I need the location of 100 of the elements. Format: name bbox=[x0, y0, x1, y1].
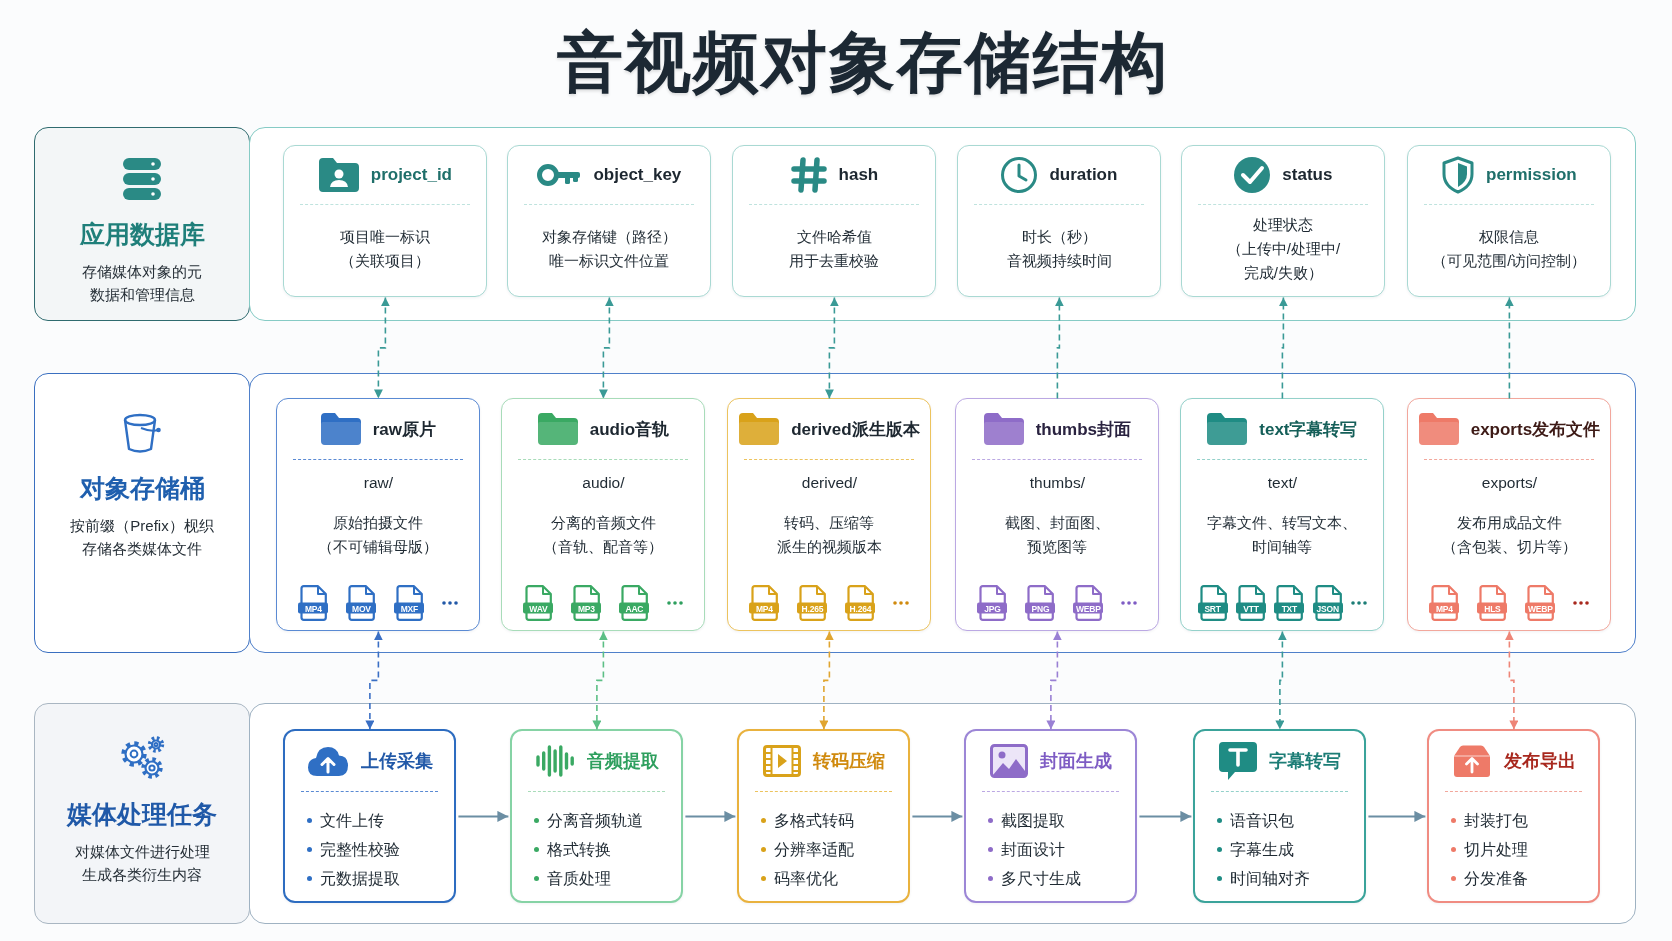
task-title: 字幕转写 bbox=[1268, 750, 1341, 774]
dashed-double-arrow bbox=[824, 296, 839, 400]
task-step: 完整性校验 bbox=[320, 838, 401, 861]
dashed-double-arrow bbox=[365, 630, 383, 731]
folder-description: 截图、封面图、预览图等 bbox=[1003, 513, 1111, 558]
folder-title: thumbs封面 bbox=[1035, 418, 1132, 441]
task-step: 格式转换 bbox=[547, 838, 612, 861]
field-description: 音视频持续时间 bbox=[1006, 250, 1112, 271]
folder-path: raw/ bbox=[363, 473, 394, 494]
dashed-double-arrow bbox=[598, 296, 614, 400]
task-step: 分辨率适配 bbox=[774, 838, 855, 861]
task-card bbox=[283, 729, 457, 904]
folder-card bbox=[501, 398, 706, 632]
task-card bbox=[737, 729, 911, 904]
folder-description: （音轨、配音等） bbox=[543, 537, 664, 558]
section-label-panel bbox=[34, 703, 250, 924]
task-step: 分离音频轨道 bbox=[547, 809, 644, 832]
field-name: duration bbox=[1049, 165, 1118, 186]
field-description: （上传中/处理中/完成/失败） bbox=[1225, 238, 1342, 283]
task-step: 分发准备 bbox=[1464, 867, 1529, 890]
folder-description: 转码、压缩等 bbox=[784, 513, 875, 534]
section-description: 存储媒体对象的元数据和管理信息 bbox=[81, 262, 203, 305]
task-title: 发布导出 bbox=[1503, 750, 1576, 774]
task-step: 时间轴对齐 bbox=[1230, 867, 1311, 890]
folder-description: 原始拍摄文件 bbox=[333, 513, 424, 534]
folder-title: text字幕转写 bbox=[1259, 418, 1358, 441]
field-description: 处理状态 bbox=[1253, 214, 1314, 235]
folder-card bbox=[955, 398, 1160, 632]
field-description: 用于去重校验 bbox=[789, 250, 880, 271]
file-type-label: MOV bbox=[352, 603, 371, 614]
arrow bbox=[684, 810, 737, 822]
arrow bbox=[1367, 810, 1427, 822]
dashed-arrow bbox=[1278, 296, 1288, 400]
folder-description: （不可铺辑母版） bbox=[318, 537, 439, 558]
field-description: 权限信息 bbox=[1479, 226, 1540, 247]
section-description: 生成各类衍生内容 bbox=[82, 865, 202, 885]
folder-description: 派生的视频版本 bbox=[776, 537, 882, 558]
file-type-label: WEBP bbox=[1076, 603, 1101, 614]
dashed-arrow bbox=[1504, 296, 1514, 400]
task-card bbox=[1193, 729, 1367, 904]
task-step: 多格式转码 bbox=[774, 809, 855, 832]
dashed-double-arrow bbox=[1046, 630, 1062, 731]
folder-description: 字幕文件、转写文本、时间轴等 bbox=[1206, 513, 1359, 558]
arrow bbox=[457, 810, 510, 822]
task-card bbox=[1427, 729, 1601, 904]
task-step: 截图提取 bbox=[1001, 809, 1066, 832]
folder-path: derived/ bbox=[801, 473, 857, 494]
field-card bbox=[1181, 145, 1386, 298]
file-type-label: JPG bbox=[984, 603, 1001, 614]
section-panel bbox=[249, 127, 1636, 321]
section-description: 存储各类媒体文件 bbox=[82, 539, 202, 559]
field-name: status bbox=[1282, 165, 1333, 186]
task-step: 元数据提取 bbox=[320, 867, 401, 890]
field-card bbox=[957, 145, 1162, 298]
field-description: 对象存储键（路径） bbox=[541, 226, 677, 247]
file-type-label: MXF bbox=[400, 603, 419, 614]
folder-title: raw原片 bbox=[372, 418, 437, 441]
dashed-double-arrow bbox=[1275, 630, 1287, 731]
task-step: 音质处理 bbox=[547, 867, 612, 890]
folder-title: derived派生版本 bbox=[791, 418, 920, 441]
folder-path: audio/ bbox=[582, 473, 625, 494]
file-type-label: MP4 bbox=[1435, 603, 1453, 614]
task-step: 封装打包 bbox=[1464, 809, 1529, 832]
task-step: 切片处理 bbox=[1464, 838, 1529, 861]
folder-path: text/ bbox=[1267, 473, 1298, 494]
field-card bbox=[507, 145, 712, 298]
file-type-label: JSON bbox=[1316, 603, 1339, 614]
folder-card bbox=[1407, 398, 1612, 632]
section-label-panel bbox=[34, 127, 250, 321]
field-description: 文件哈希值 bbox=[796, 226, 872, 247]
folder-path: thumbs/ bbox=[1029, 473, 1085, 494]
task-step: 文件上传 bbox=[320, 809, 385, 832]
task-step: 字幕生成 bbox=[1230, 838, 1295, 861]
dashed-arrow bbox=[1054, 296, 1064, 400]
folder-title: audio音轨 bbox=[589, 418, 670, 441]
field-card bbox=[283, 145, 488, 298]
dashed-double-arrow bbox=[819, 630, 834, 731]
task-title: 封面生成 bbox=[1039, 750, 1112, 774]
arrow bbox=[911, 810, 964, 822]
section-description: 对媒体文件进行处理 bbox=[74, 842, 210, 862]
task-step: 码率优化 bbox=[774, 867, 839, 890]
field-description: （关联项目） bbox=[340, 250, 431, 271]
folder-title: exports发布文件 bbox=[1470, 418, 1601, 441]
field-name: permission bbox=[1486, 165, 1577, 186]
section-panel bbox=[249, 703, 1636, 924]
dashed-double-arrow bbox=[1504, 630, 1519, 731]
file-type-label: AAC bbox=[625, 603, 644, 614]
task-card bbox=[964, 729, 1138, 904]
file-type-label: VTT bbox=[1243, 603, 1259, 614]
folder-card bbox=[1180, 398, 1385, 632]
file-type-label: MP3 bbox=[577, 603, 595, 614]
task-step: 多尺寸生成 bbox=[1001, 867, 1082, 890]
task-title: 转码压缩 bbox=[812, 750, 885, 774]
folder-card bbox=[727, 398, 932, 632]
file-type-label: H.264 bbox=[849, 603, 872, 614]
task-step: 封面设计 bbox=[1001, 838, 1066, 861]
field-description: 项目唯一标识 bbox=[340, 226, 431, 247]
field-name: object_key bbox=[593, 165, 682, 186]
folder-description: 发布用成品文件 bbox=[1456, 513, 1562, 534]
section-panel bbox=[249, 373, 1636, 653]
